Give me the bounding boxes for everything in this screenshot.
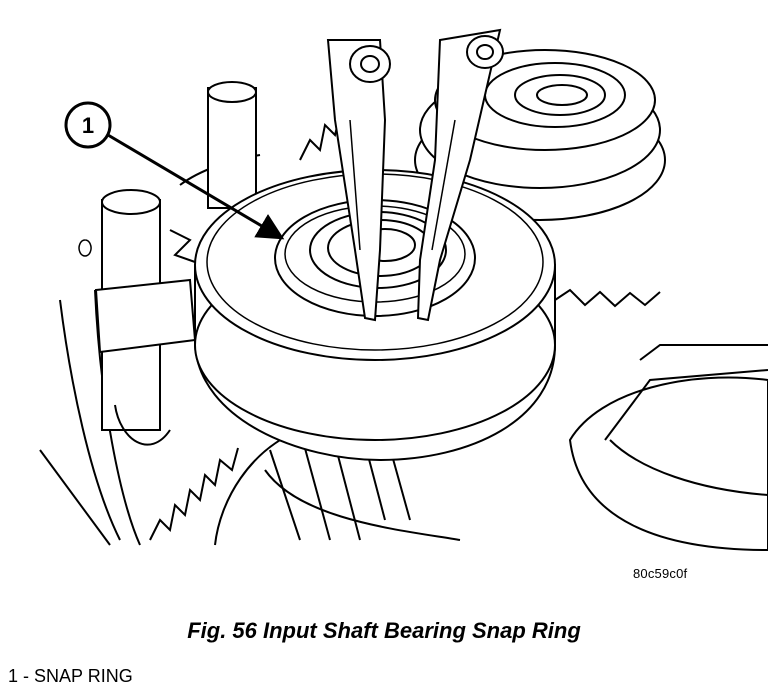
- lower-gear-right: [568, 344, 768, 552]
- bearing-snap-ring-illustration: 1: [39, 28, 768, 552]
- transmission-case-outline: [39, 239, 141, 546]
- image-code: 80c59c0f: [633, 566, 688, 581]
- shift-rail-front: [94, 189, 197, 446]
- snap-ring-pliers: [326, 28, 504, 322]
- callout-1: 1: [64, 101, 285, 240]
- legend-item: 1 - SNAP RING: [8, 666, 133, 686]
- callout-number: 1: [82, 113, 94, 138]
- figure-caption: Fig. 56 Input Shaft Bearing Snap Ring: [187, 618, 581, 643]
- shift-rail-rear: [207, 81, 257, 209]
- input-shaft-bearing: [194, 169, 556, 462]
